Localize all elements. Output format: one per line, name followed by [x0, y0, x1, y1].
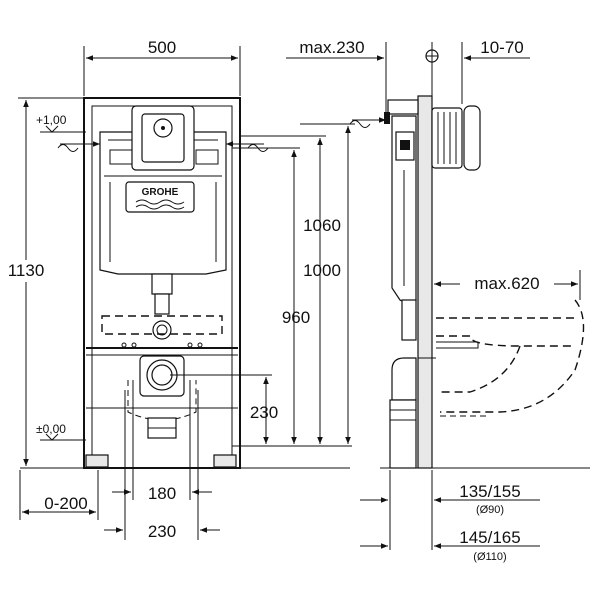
svg-text:(Ø110): (Ø110) [473, 551, 506, 563]
wall-centre-icon [425, 49, 439, 63]
svg-text:960: 960 [282, 308, 310, 327]
dimension-wall: 10-70 [461, 38, 530, 104]
dimension-230-height: 230 [170, 374, 278, 444]
svg-text:230: 230 [148, 522, 176, 541]
dimension-total-height: 1130 [0, 97, 84, 466]
dimension-1060: 1060 [300, 123, 355, 444]
svg-text:1060: 1060 [303, 216, 341, 235]
side-view: max.230 10-70 max.620 135/155 [286, 38, 590, 563]
svg-text:135/155: 135/155 [459, 482, 520, 501]
dimension-outlet-110: 145/165 (Ø110) [360, 528, 540, 563]
dimension-offset: 0-200 [19, 470, 99, 520]
frame-profile [349, 99, 436, 469]
dimension-230-width: 230 [104, 390, 220, 541]
flush-plate-side [431, 105, 481, 171]
svg-text:10-70: 10-70 [480, 38, 523, 57]
toilet-bowl-outline [436, 299, 585, 417]
svg-text:1130: 1130 [8, 261, 45, 280]
dimension-960: 960 [232, 147, 310, 444]
bowl-outline-front [101, 315, 223, 335]
wall [417, 95, 433, 469]
svg-text:max.230: max.230 [299, 38, 364, 57]
svg-text:145/165: 145/165 [459, 528, 520, 547]
water-inlet-left [57, 141, 100, 152]
svg-text:500: 500 [148, 38, 176, 57]
cistern: GROHE [99, 105, 227, 275]
dimension-180: 180 [112, 380, 212, 503]
front-view: GROHE [0, 38, 355, 541]
flush-actuator [141, 113, 185, 163]
svg-text:+1,00: +1,00 [36, 113, 67, 127]
svg-text:1000: 1000 [303, 261, 341, 280]
level-marks: +1,00 ±0,00 [36, 113, 86, 441]
svg-text:230: 230 [250, 403, 278, 422]
grohe-logo: GROHE [142, 187, 179, 198]
dimension-1000: 1000 [240, 135, 341, 444]
svg-text:180: 180 [148, 484, 176, 503]
svg-text:max.620: max.620 [474, 274, 539, 293]
flush-pipe [151, 273, 173, 340]
drain-connection [127, 355, 197, 439]
dimension-bowl: max.620 [434, 270, 581, 300]
svg-text:(Ø90): (Ø90) [476, 504, 504, 516]
dimension-outlet-90: 135/155 (Ø90) [360, 470, 540, 550]
svg-text:±0,00: ±0,00 [36, 422, 66, 436]
dimension-depth: max.230 [286, 38, 433, 112]
svg-text:0-200: 0-200 [44, 494, 87, 513]
dimension-width: 500 [83, 38, 241, 96]
